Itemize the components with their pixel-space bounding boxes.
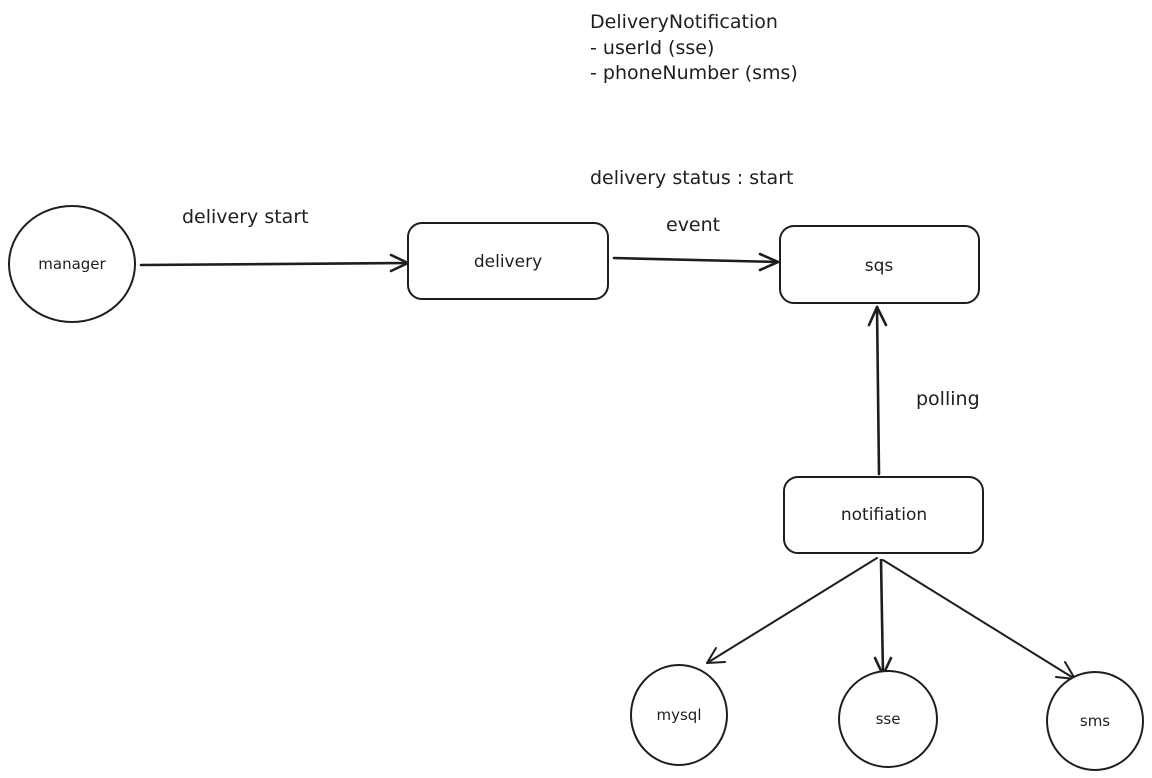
note-line-user-id: - userId (sse) <box>590 37 714 59</box>
edge-line <box>612 256 780 264</box>
node-notification: notifiation <box>783 476 984 554</box>
edge-line <box>875 305 881 476</box>
node-delivery-shape <box>407 222 609 300</box>
node-mysql: mysql <box>630 664 728 766</box>
node-notification-label: notifiation <box>841 505 927 525</box>
edge-label-delivery-start: delivery start <box>182 206 309 228</box>
node-sms-label: sms <box>1080 712 1110 730</box>
node-sms-shape <box>1046 671 1144 771</box>
arrowhead <box>758 252 780 272</box>
node-mysql-shape <box>630 664 728 766</box>
edge-notification-to-mysql <box>706 557 878 664</box>
arrowhead <box>867 305 888 327</box>
edge-line <box>882 559 1076 680</box>
node-mysql-label: mysql <box>657 706 702 724</box>
delivery-notification-note: DeliveryNotification - userId (sse) - ph… <box>590 11 798 84</box>
edge-manager-to-delivery: delivery start <box>139 206 410 273</box>
edge-delivery-to-sqs: event <box>612 214 780 272</box>
node-sqs-label: sqs <box>865 256 894 276</box>
node-sms: sms <box>1046 671 1144 771</box>
node-sse: sse <box>838 670 938 768</box>
node-notification-shape <box>783 476 984 554</box>
note-line-title: DeliveryNotification <box>590 11 778 33</box>
node-sse-label: sse <box>876 710 901 728</box>
node-manager: manager <box>8 205 136 323</box>
edge-line <box>879 558 885 677</box>
edge-notification-to-sse <box>873 558 893 677</box>
edge-notification-to-sms <box>882 559 1076 680</box>
edge-label-polling: polling <box>916 388 980 410</box>
edge-notification-to-sqs: polling <box>867 305 980 476</box>
node-sse-shape <box>838 670 938 768</box>
edge-line <box>706 557 878 664</box>
edge-line <box>139 261 410 267</box>
node-manager-shape <box>8 205 136 323</box>
delivery-status-note: delivery status : start <box>590 167 793 189</box>
node-delivery-label: delivery <box>474 252 542 272</box>
note-line-phone-number: - phoneNumber (sms) <box>590 62 798 84</box>
edge-label-event: event <box>666 214 720 236</box>
node-manager-label: manager <box>38 255 106 273</box>
arrowhead <box>706 647 726 664</box>
node-sqs-shape <box>779 225 980 304</box>
node-delivery: delivery <box>407 222 609 300</box>
node-sqs: sqs <box>779 225 980 304</box>
